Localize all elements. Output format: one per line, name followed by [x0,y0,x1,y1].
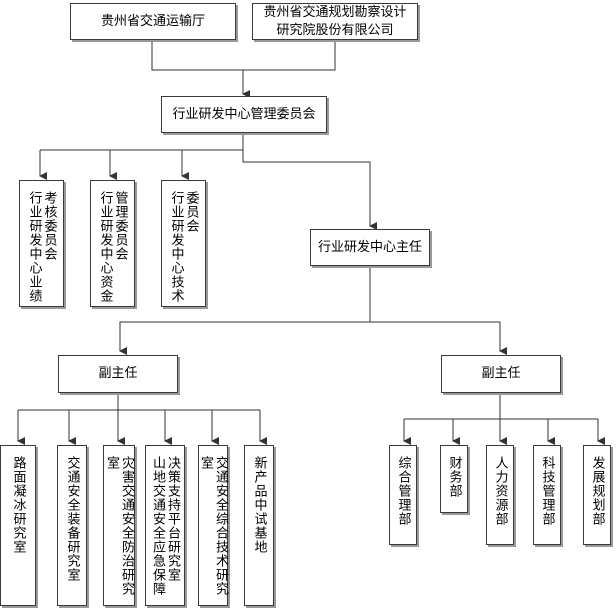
connector-committee-bus [40,133,244,151]
director-label: 行业研发中心主任 [317,239,422,255]
lab-label: 决策支持平台研究室 山地交通安全应急保障 [150,456,180,596]
department-box-2: 财务部 [440,445,468,513]
department-box-1: 综合管理部 [389,445,417,545]
director-box: 行业研发中心主任 [310,229,430,266]
committee-box: 行业研发中心管理委员会 [161,96,327,133]
subcommittee-label: 管理委员会 行业研发中心资金 [97,191,128,303]
deputy-box-right: 副主任 [441,355,561,393]
connector-director-bus [119,266,501,351]
lab-label: 交通安全装备研究室 [64,456,80,582]
lab-label: 新产品中试基地 [251,456,267,554]
lab-box-5: 交通安全综合技术研究室 [198,445,228,606]
lab-label: 路面凝冰研究室 [10,456,26,554]
department-box-5: 发展规划部 [583,445,611,545]
deputy-label: 副主任 [98,366,138,381]
department-label: 财务部 [446,456,462,498]
connector-top-merge [151,40,336,71]
connector-labs-bus [18,393,260,411]
unit-label: 贵州省交通运输厅 [100,13,205,29]
department-label: 科技管理部 [539,456,555,526]
subcommittee-label: 考核委员会 行业研发中心业绩 [26,191,57,303]
department-box-3: 人力资源部 [486,445,514,545]
department-box-4: 科技管理部 [533,445,561,545]
subcommittee-box-2: 管理委员会 行业研发中心资金 [90,180,135,307]
committee-label: 行业研发中心管理委员会 [172,106,316,122]
lab-label: 灾害交通安全防治研究室 [104,456,134,596]
lab-box-3: 灾害交通安全防治研究室 [103,445,135,606]
subcommittee-box-1: 考核委员会 行业研发中心业绩 [19,180,64,307]
department-label: 人力资源部 [492,456,508,526]
unit-box-design-institute: 贵州省交通规划勘察设计 研究院股份有限公司 [252,3,418,40]
connector-departments-bus [404,393,598,420]
lab-box-4: 决策支持平台研究室 山地交通安全应急保障 [145,445,185,606]
lab-box-1: 路面凝冰研究室 [0,445,36,606]
lab-box-6: 新产品中试基地 [244,445,274,606]
subcommittee-box-3: 委员会 行业研发中心技术 [161,180,206,307]
connector-to-director [242,150,377,230]
unit-box-transport-department: 贵州省交通运输厅 [70,3,236,40]
subcommittee-label: 委员会 行业研发中心技术 [168,191,199,303]
deputy-box-left: 副主任 [58,355,178,393]
lab-label: 交通安全综合技术研究室 [198,456,228,596]
department-label: 发展规划部 [589,456,605,526]
deputy-label: 副主任 [481,366,521,381]
unit-label: 贵州省交通规划勘察设计 研究院股份有限公司 [263,4,407,38]
lab-box-2: 交通安全装备研究室 [57,445,87,606]
department-label: 综合管理部 [395,456,411,526]
